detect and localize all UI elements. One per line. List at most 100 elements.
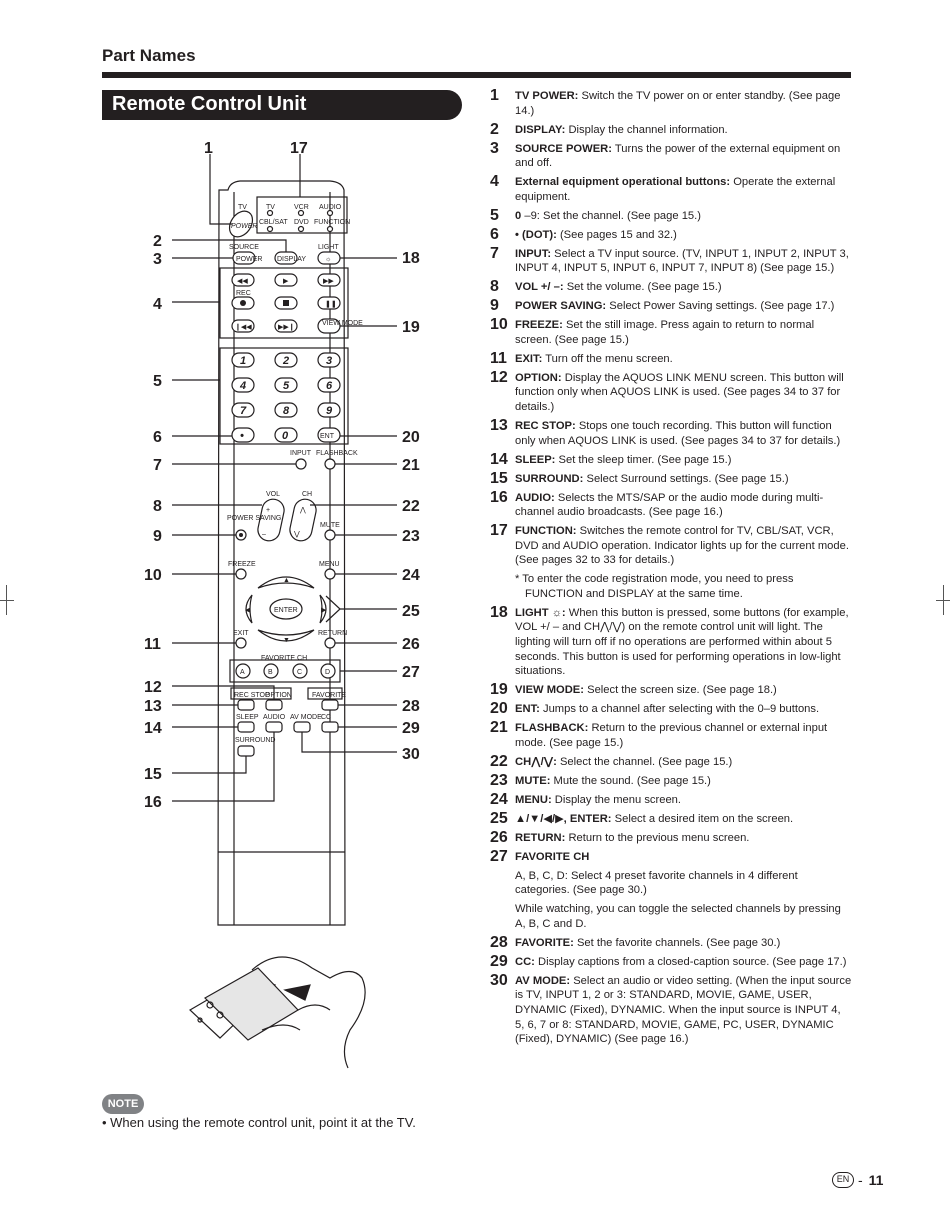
callout-28: 28	[402, 698, 420, 715]
item-text: Switches the remote control for TV, CBL/…	[515, 525, 849, 567]
item-body: MUTE: Mute the sound. (See page 15.)	[515, 774, 852, 789]
item-label: CC:	[515, 955, 535, 968]
item-label: CH⋀/⋁:	[515, 755, 557, 768]
fav-c[interactable]: C	[297, 669, 302, 676]
callout-21: 21	[402, 457, 420, 474]
list-item: 25▲/▼/◀/▶, ENTER: Select a desired item …	[490, 810, 852, 827]
cc-label: CC	[321, 714, 331, 721]
callout-29: 29	[402, 720, 420, 737]
surround-label: SURROUND	[235, 737, 275, 744]
item-text: Return to the previous channel or extern…	[515, 722, 828, 749]
callout-1: 1	[204, 140, 213, 157]
item-text: Display the menu screen.	[554, 793, 682, 806]
display-button[interactable]: DISPLAY	[277, 256, 306, 263]
item-number: 7	[490, 244, 499, 262]
callout-3: 3	[153, 251, 162, 268]
item-text: Select the screen size. (See page 18.)	[587, 684, 777, 697]
enter-button[interactable]: ENTER	[274, 607, 298, 614]
digit-button[interactable]: 6	[326, 380, 333, 392]
option-label: OPTION	[265, 692, 292, 699]
source-power-button[interactable]: POWER	[236, 256, 262, 263]
item-body: External equipment operational buttons: …	[515, 175, 852, 204]
svg-text:⋁: ⋁	[293, 530, 300, 538]
list-item: 6• (DOT): (See pages 15 and 32.)	[490, 225, 852, 243]
crop-mark	[6, 585, 7, 615]
item-body: MENU: Display the menu screen.	[515, 793, 852, 808]
item-body: TV POWER: Switch the TV power on or ente…	[515, 89, 852, 118]
digit-button[interactable]: 5	[283, 380, 290, 392]
digit-button[interactable]: 7	[240, 405, 247, 417]
item-body: CH⋀/⋁: Select the channel. (See page 15.…	[515, 755, 852, 770]
item-number: 24	[490, 790, 508, 808]
item-27-sub: While watching, you can toggle the selec…	[515, 903, 841, 930]
callout-18: 18	[402, 250, 420, 267]
item-number: 26	[490, 828, 508, 846]
digit-button[interactable]: 3	[326, 355, 332, 367]
list-item: 1 TV POWER: Switch the TV power on or ent…	[490, 87, 852, 118]
item-number: 5	[490, 206, 499, 224]
rec-label: REC	[236, 290, 251, 297]
ent-button[interactable]: ENT	[320, 433, 335, 440]
digit-button[interactable]: 1	[240, 355, 246, 367]
callout-26: 26	[402, 636, 420, 653]
svg-text:◀◀: ◀◀	[237, 278, 248, 285]
item-body: FAVORITE: Set the favorite channels. (Se…	[515, 936, 852, 951]
fav-d[interactable]: D	[325, 669, 330, 676]
callout-7: 7	[153, 457, 162, 474]
item-label: DISPLAY:	[515, 123, 566, 136]
item-label: RETURN:	[515, 831, 566, 844]
fav-a[interactable]: A	[240, 669, 245, 676]
battery-cover-illustration	[189, 956, 366, 1069]
item-label: 0	[515, 209, 522, 222]
svg-text:▲: ▲	[283, 577, 290, 584]
callout-8: 8	[153, 498, 162, 515]
fav-b[interactable]: B	[268, 669, 273, 676]
digit-button[interactable]: 2	[282, 355, 289, 367]
item-number: 14	[490, 450, 508, 468]
return-label: RETURN	[318, 630, 347, 637]
exit-label: EXIT	[233, 630, 249, 637]
dot-button[interactable]: •	[240, 430, 244, 442]
page-footer: EN - 11	[832, 1172, 883, 1188]
list-item: 19 VIEW MODE: Select the screen size. (Se…	[490, 681, 852, 699]
callout-25: 25	[402, 603, 420, 620]
item-body: ENT: Jumps to a channel after selecting …	[515, 702, 852, 717]
item-body: VOL +/ –: Set the volume. (See page 15.)	[515, 280, 852, 295]
ch-label: CH	[302, 491, 312, 498]
mode-cblsat: CBL/SAT	[259, 219, 288, 226]
item-text: Select a desired item on the screen.	[614, 812, 794, 825]
list-item: 5 0 –9: Set the channel. (See page 15.)	[490, 206, 852, 224]
digit-button[interactable]: 4	[239, 380, 246, 392]
favorite-ch-label: FAVORITE CH	[261, 655, 307, 662]
digit-button[interactable]: 8	[283, 405, 290, 417]
note-badge: NOTE	[102, 1094, 144, 1114]
callout-17: 17	[290, 140, 308, 157]
input-label: INPUT	[290, 450, 312, 457]
item-number: 1	[490, 87, 499, 104]
item-body: CC: Display captions from a closed-capti…	[515, 955, 852, 970]
item-label: EXIT:	[515, 352, 543, 365]
tv-power-button[interactable]: POWER	[231, 223, 257, 230]
light-button[interactable]: ☼	[325, 256, 331, 263]
item-number: 19	[490, 681, 508, 699]
item-text: Select Surround settings. (See page 15.)	[586, 472, 789, 485]
item-body: FAVORITE CH	[515, 850, 852, 865]
digit-button[interactable]: 9	[326, 405, 333, 417]
item-body: 0 –9: Set the channel. (See page 15.)	[515, 209, 852, 224]
item-number: 6	[490, 225, 499, 243]
item-text: Switch the TV power on or enter standby.…	[515, 90, 841, 117]
item-body: VIEW MODE: Select the screen size. (See …	[515, 683, 852, 698]
zero-button[interactable]: 0	[282, 430, 289, 442]
view-mode-button[interactable]: VIEW MODE	[322, 320, 363, 327]
